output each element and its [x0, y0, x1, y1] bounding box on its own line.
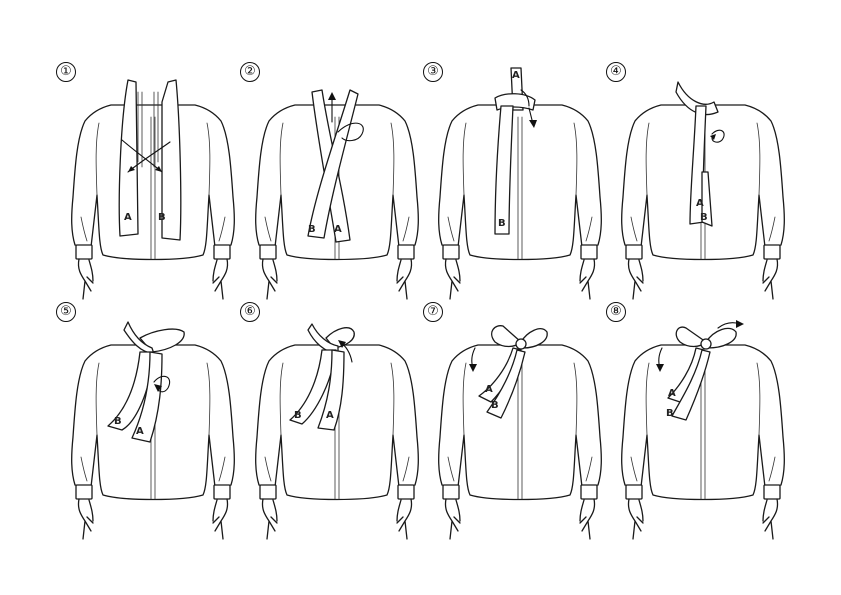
step-3-illustration: A B — [438, 67, 602, 300]
scarf-end-label: B — [114, 416, 122, 427]
scarf-end-label: B — [158, 212, 166, 223]
step-6: ⑥ B A — [240, 302, 432, 562]
step-7: ⑦ A B — [423, 302, 615, 562]
step-number: ② — [240, 62, 260, 82]
scarf-end-label: A — [124, 212, 132, 223]
scarf-end-label: A — [326, 410, 334, 421]
step-5-illustration: B A — [71, 321, 235, 540]
step-number: ⑧ — [606, 302, 626, 322]
scarf-end-label: B — [308, 224, 316, 235]
step-number: ⑦ — [423, 302, 443, 322]
step-1-illustration: A B — [71, 79, 235, 300]
step-3: ③ A B — [423, 62, 615, 322]
scarf-end-label: A — [512, 70, 520, 81]
scarf-end-label: B — [666, 408, 674, 419]
step-number: ③ — [423, 62, 443, 82]
step-2: ② B A — [240, 62, 432, 322]
scarf-end-label: A — [668, 388, 676, 399]
scarf-end-label: A — [485, 384, 493, 395]
step-8: ⑧ A B — [606, 302, 798, 562]
scarf-end-label: A — [334, 224, 342, 235]
step-number: ① — [56, 62, 76, 82]
step-2-illustration: B A — [255, 89, 419, 300]
step-1: ① A B — [56, 62, 248, 322]
scarf-end-label: A — [696, 198, 704, 209]
step-number: ⑤ — [56, 302, 76, 322]
scarf-end-label: B — [294, 410, 302, 421]
step-number: ④ — [606, 62, 626, 82]
scarf-end-label: B — [700, 212, 708, 223]
step-8-illustration: A B — [621, 320, 785, 540]
scarf-end-label: B — [491, 400, 499, 411]
step-4-illustration: A B — [621, 81, 785, 300]
scarf-end-label: A — [136, 426, 144, 437]
step-4: ④ A B — [606, 62, 798, 322]
scarf-end-label: B — [498, 218, 506, 229]
step-7-illustration: A B — [438, 325, 602, 540]
step-6-illustration: B A — [255, 323, 419, 540]
step-5: ⑤ B A — [56, 302, 248, 562]
step-number: ⑥ — [240, 302, 260, 322]
